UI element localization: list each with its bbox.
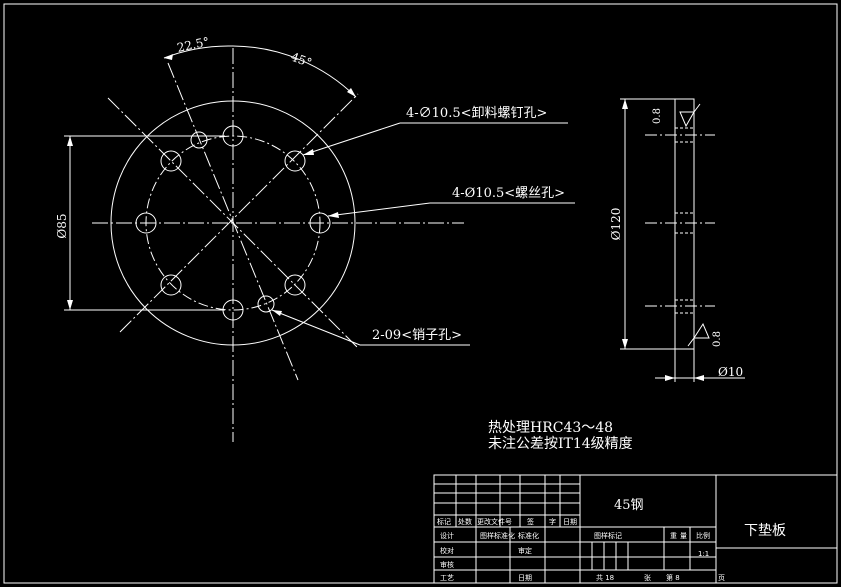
angle-label-22-5: 22.5° bbox=[176, 34, 211, 54]
note-tolerance: 未注公差按IT14级精度 bbox=[488, 436, 633, 452]
title-block bbox=[433, 474, 838, 584]
side-view bbox=[620, 98, 745, 382]
header-mark: 标记 bbox=[437, 517, 451, 526]
sign-row-right: 审定 bbox=[518, 546, 532, 555]
note-heat-treatment: 热处理HRC43～48 bbox=[488, 420, 613, 436]
diagonal-centerline-1 bbox=[107, 97, 359, 349]
hole bbox=[284, 274, 306, 296]
diagonal-centerline-2 bbox=[119, 93, 359, 333]
arrowhead bbox=[622, 99, 628, 109]
roughness-value-bottom: 0.8 bbox=[712, 331, 723, 347]
dim-label-85: Ø85 bbox=[55, 213, 69, 238]
plate-side-outline bbox=[674, 98, 695, 350]
hole bbox=[135, 212, 157, 234]
page-unit: 页 bbox=[718, 574, 725, 582]
revision-header-row: 标记 处数 更改文件号 签 字 日期 bbox=[437, 517, 577, 526]
arrowhead bbox=[303, 149, 314, 155]
pin-hole bbox=[190, 131, 208, 149]
part-name: 下垫板 bbox=[744, 523, 786, 539]
leader-line bbox=[327, 202, 431, 217]
callout-unload-screw-holes: 4-∅10.5<卸料螺钉孔> bbox=[406, 105, 547, 121]
roughness-symbol-bottom bbox=[687, 322, 710, 347]
title-block-frame bbox=[433, 474, 838, 584]
scale-label: 比例 bbox=[696, 531, 710, 540]
sheet-total: 共 18 bbox=[596, 573, 614, 582]
callout-pin-holes: 2-09<销子孔> bbox=[372, 328, 462, 343]
sign-rows: 设计 图样标准化 标准化 校对 审定 审核 工艺 日期 bbox=[440, 531, 539, 582]
sign-row-right: 日期 bbox=[518, 574, 532, 582]
arrowhead bbox=[67, 136, 73, 146]
angle-arc-45 bbox=[232, 45, 357, 98]
dim-label-120: Ø120 bbox=[609, 208, 623, 241]
arrowhead bbox=[164, 54, 173, 60]
header-date: 日期 bbox=[563, 518, 577, 526]
front-view bbox=[64, 45, 575, 442]
angle-label-45: 45° bbox=[289, 50, 314, 70]
scale-value: 1:1 bbox=[698, 550, 709, 558]
header-sign: 签 bbox=[527, 517, 534, 526]
dim-label-10: Ø10 bbox=[718, 365, 743, 379]
arrowhead bbox=[272, 310, 282, 316]
leader-line bbox=[271, 309, 361, 346]
stage-mark: 图样标记 bbox=[594, 531, 622, 540]
header-change-doc: 更改文件号 bbox=[477, 517, 512, 526]
arrowhead bbox=[694, 375, 704, 381]
hole bbox=[309, 212, 331, 234]
arrowhead bbox=[328, 212, 339, 218]
pin-centerline bbox=[167, 62, 299, 381]
weight-label: 重 bbox=[670, 532, 677, 540]
material-label: 45钢 bbox=[614, 498, 644, 513]
arrowhead bbox=[665, 375, 675, 381]
roughness-symbol-top bbox=[679, 103, 701, 128]
drawing-frame bbox=[3, 3, 838, 584]
hole bbox=[160, 274, 182, 296]
sign-row-mid: 图样标准化 bbox=[480, 531, 515, 540]
header-char: 字 bbox=[549, 517, 556, 526]
arrowhead bbox=[67, 300, 73, 310]
sign-row-label: 工艺 bbox=[440, 574, 454, 582]
sign-row-right: 标准化 bbox=[518, 531, 539, 540]
sign-row-label: 审核 bbox=[440, 560, 454, 569]
roughness-value-top: 0.8 bbox=[652, 108, 663, 124]
arrowhead bbox=[347, 88, 356, 97]
hole bbox=[284, 150, 306, 172]
leader-line bbox=[302, 122, 401, 156]
header-count: 处数 bbox=[458, 517, 472, 526]
hole bbox=[160, 150, 182, 172]
sign-row-label: 校对 bbox=[440, 546, 454, 555]
sheet-number: 第 8 bbox=[666, 573, 680, 582]
sheet-unit: 张 bbox=[644, 573, 651, 582]
mass-label: 量 bbox=[680, 532, 687, 540]
arrowhead bbox=[622, 339, 628, 349]
pin-hole bbox=[257, 295, 275, 313]
sign-row-label: 设计 bbox=[440, 531, 454, 540]
callout-thread-holes: 4-Ø10.5<螺丝孔> bbox=[452, 186, 565, 201]
